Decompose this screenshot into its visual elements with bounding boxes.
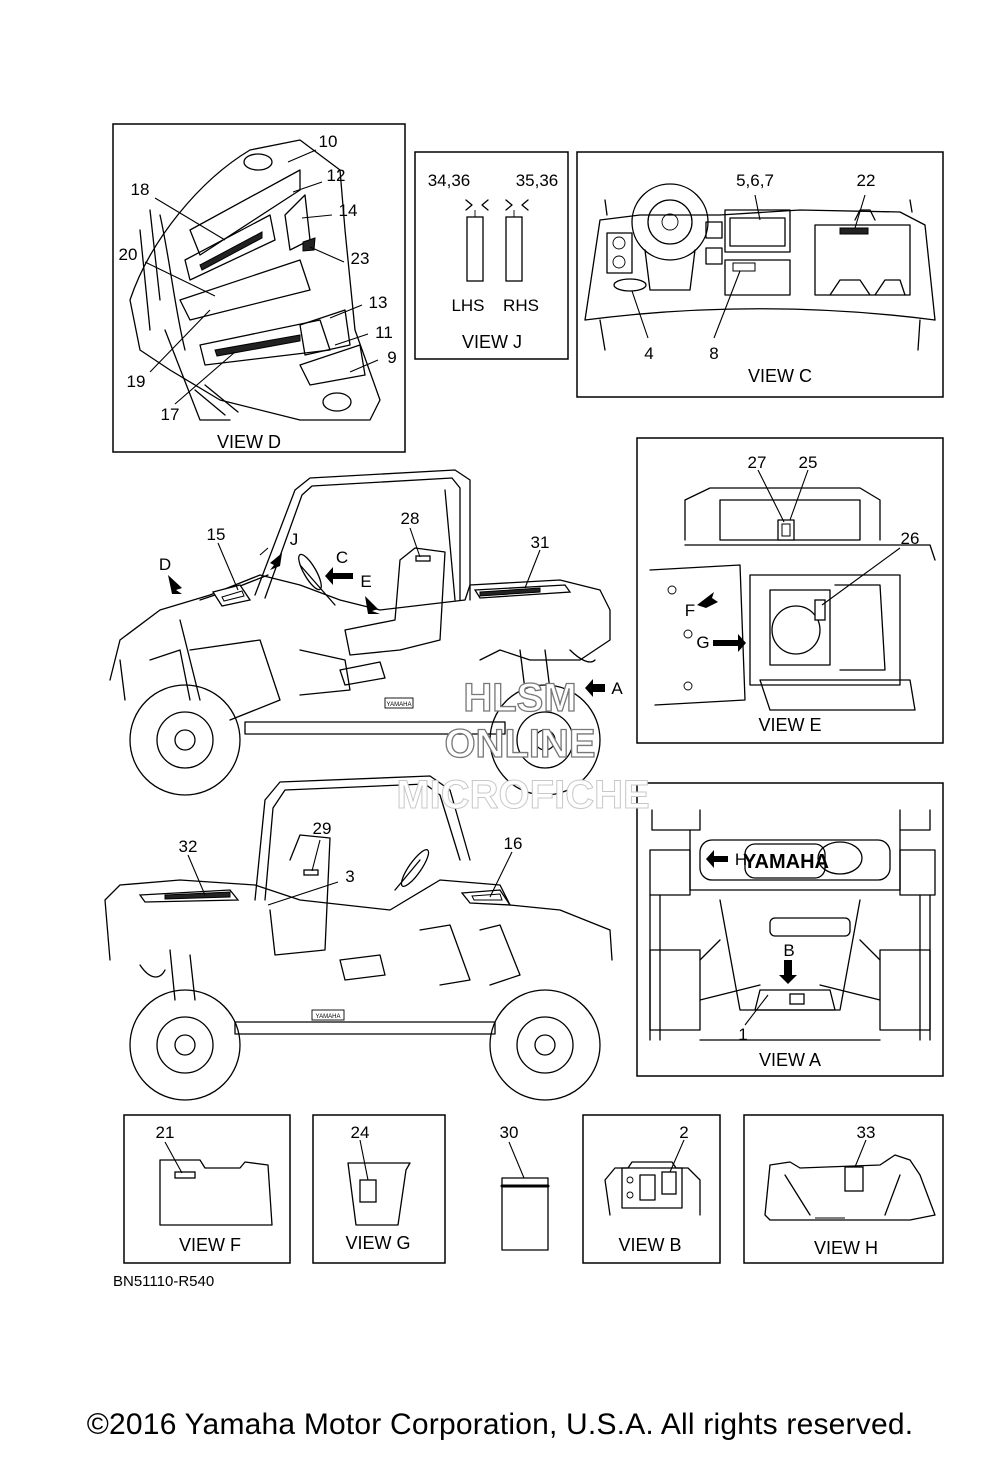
callout-22: 22 xyxy=(857,171,876,190)
callout-27: 27 xyxy=(748,453,767,472)
callout-34-36: 34,36 xyxy=(428,171,471,190)
view-e-panel: F G 27 25 26 VIEW E xyxy=(636,437,944,744)
arrow-c: C xyxy=(336,548,348,567)
view-d-panel: 10 12 14 23 13 11 9 18 20 19 17 VIEW D xyxy=(112,123,406,453)
callout-11: 11 xyxy=(375,323,393,342)
arrow-e: E xyxy=(360,572,371,591)
callout-9: 9 xyxy=(387,348,396,367)
callout-12: 12 xyxy=(327,166,346,185)
view-g-panel: 24 VIEW G xyxy=(312,1114,446,1264)
callout-16: 16 xyxy=(504,834,523,853)
watermark: HLSM ONLINE MICROFICHE xyxy=(396,675,650,817)
view-j-label: VIEW J xyxy=(462,332,522,352)
watermark-line1: HLSM xyxy=(463,676,576,720)
vehicle-left-side: YAMAHA D 15 J C E 28 31 A xyxy=(109,469,623,796)
item-30: 30 xyxy=(500,1123,550,1251)
callout-35-36: 35,36 xyxy=(516,171,559,190)
view-f-label: VIEW F xyxy=(179,1235,241,1255)
callout-26: 26 xyxy=(901,529,920,548)
callout-29: 29 xyxy=(313,819,332,838)
callout-4: 4 xyxy=(644,344,653,363)
view-e-label: VIEW E xyxy=(758,715,821,735)
callout-28: 28 xyxy=(401,509,420,528)
view-j-panel: 34,36 35,36 LHS RHS VIEW J xyxy=(414,151,569,360)
callout-25: 25 xyxy=(799,453,818,472)
callout-3: 3 xyxy=(345,867,354,886)
watermark-line3: MICROFICHE xyxy=(396,773,649,817)
callout-14: 14 xyxy=(339,201,358,220)
view-a-label: VIEW A xyxy=(759,1050,821,1070)
view-c-panel: 5,6,7 22 4 8 VIEW C xyxy=(576,151,944,398)
side-rhs: RHS xyxy=(503,296,539,315)
callout-5-6-7: 5,6,7 xyxy=(736,171,774,190)
view-g-label: VIEW G xyxy=(345,1233,410,1253)
side-lhs: LHS xyxy=(451,296,484,315)
callout-21: 21 xyxy=(156,1123,175,1142)
copyright-notice: ©2016 Yamaha Motor Corporation, U.S.A. A… xyxy=(86,1408,914,1441)
callout-20: 20 xyxy=(119,245,138,264)
arrow-f: F xyxy=(685,601,695,620)
view-f-panel: 21 VIEW F xyxy=(123,1114,291,1264)
callout-31: 31 xyxy=(531,533,550,552)
view-c-label: VIEW C xyxy=(748,366,812,386)
view-a-panel: YAMAHA H B 1 VIEW A xyxy=(636,782,944,1077)
callout-2: 2 xyxy=(679,1123,688,1142)
yamaha-decal-right: YAMAHA xyxy=(316,1014,341,1020)
callout-19: 19 xyxy=(127,372,146,391)
view-h-label: VIEW H xyxy=(814,1238,878,1258)
view-b-label: VIEW B xyxy=(618,1235,681,1255)
callout-10: 10 xyxy=(319,132,338,151)
callout-23: 23 xyxy=(351,249,370,268)
callout-8: 8 xyxy=(709,344,718,363)
callout-13: 13 xyxy=(369,293,388,312)
watermark-line2: ONLINE xyxy=(444,722,595,766)
callout-18: 18 xyxy=(131,180,150,199)
callout-15: 15 xyxy=(207,525,226,544)
arrow-d: D xyxy=(159,555,171,574)
callout-24: 24 xyxy=(351,1123,370,1142)
diagram-code: BN51110-R540 xyxy=(113,1273,214,1290)
view-b-panel: 2 VIEW B xyxy=(582,1114,721,1264)
arrow-a: A xyxy=(611,679,623,698)
yamaha-decal-left: YAMAHA xyxy=(387,702,412,708)
arrow-b: B xyxy=(783,941,794,960)
vehicle-right-side: YAMAHA 32 29 3 16 xyxy=(104,775,613,1101)
arrow-g: G xyxy=(696,633,709,652)
yamaha-rear-emblem: YAMAHA xyxy=(743,851,829,873)
view-h-panel: 33 VIEW H xyxy=(743,1114,944,1264)
callout-1: 1 xyxy=(738,1025,747,1044)
callout-17: 17 xyxy=(161,405,180,424)
callout-30: 30 xyxy=(500,1123,519,1142)
callout-33: 33 xyxy=(857,1123,876,1142)
view-d-label: VIEW D xyxy=(217,432,281,452)
callout-32: 32 xyxy=(179,837,198,856)
arrow-h: H xyxy=(735,850,747,869)
arrow-j: J xyxy=(290,530,299,549)
